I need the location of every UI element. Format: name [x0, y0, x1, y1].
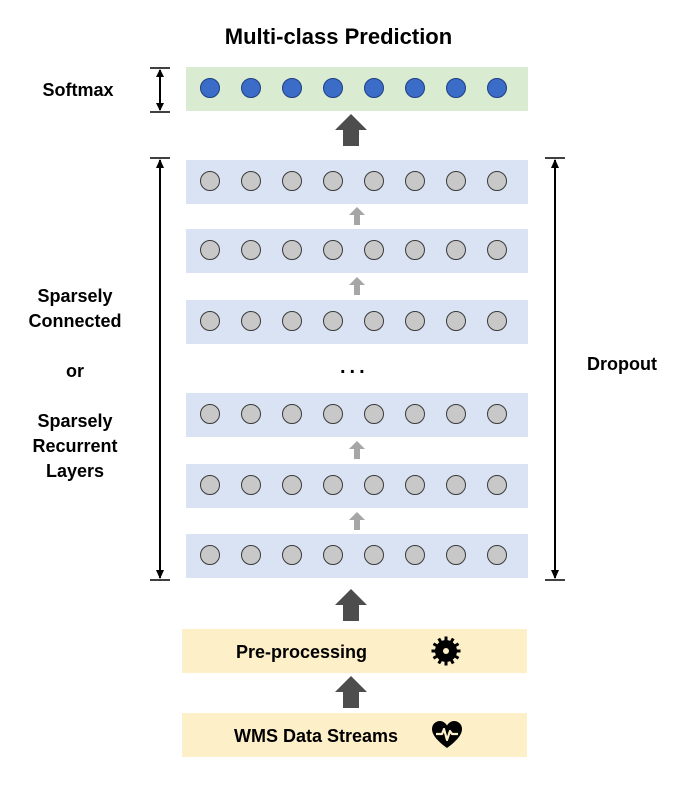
hidden-nodes	[186, 464, 528, 508]
hidden-neuron	[487, 404, 507, 424]
dropout-bracket	[545, 157, 565, 581]
hidden-neuron	[323, 240, 343, 260]
small-arrow-up	[349, 512, 365, 530]
output-neuron	[405, 78, 425, 98]
hidden-neuron	[364, 404, 384, 424]
hidden-neuron	[446, 545, 466, 565]
hidden-nodes	[186, 300, 528, 344]
small-arrow-up	[349, 207, 365, 225]
small-arrow-up	[349, 441, 365, 459]
output-neuron	[200, 78, 220, 98]
hidden-layer	[186, 393, 528, 437]
hidden-neuron	[405, 171, 425, 191]
output-neuron	[446, 78, 466, 98]
hidden-layer	[186, 534, 528, 578]
diagram-title: Multi-class Prediction	[224, 24, 453, 49]
hidden-neuron	[487, 475, 507, 495]
hidden-neuron	[241, 545, 261, 565]
hidden-neuron	[323, 404, 343, 424]
hidden-neuron	[487, 171, 507, 191]
hidden-neuron	[282, 545, 302, 565]
hidden-layer	[186, 229, 528, 273]
output-neuron	[282, 78, 302, 98]
hidden-neuron	[241, 240, 261, 260]
hidden-neuron	[487, 545, 507, 565]
output-neuron	[487, 78, 507, 98]
hidden-neuron	[241, 475, 261, 495]
heart-pulse-icon	[432, 721, 462, 748]
hidden-neuron	[405, 475, 425, 495]
small-arrow-up	[349, 277, 365, 295]
hidden-neuron	[487, 311, 507, 331]
hidden-neuron	[405, 545, 425, 565]
big-arrow-up	[335, 589, 367, 621]
hidden-neuron	[200, 404, 220, 424]
preprocessing-label: Pre-processing	[236, 642, 368, 662]
hidden-nodes	[186, 534, 528, 578]
hidden-neuron	[364, 475, 384, 495]
hidden-neuron	[446, 240, 466, 260]
gear-icon	[431, 636, 461, 666]
big-arrow-up	[335, 114, 367, 146]
hidden-neuron	[323, 311, 343, 331]
hidden-neuron	[487, 240, 507, 260]
layers-bracket	[150, 157, 170, 581]
dropout-label: Dropout	[587, 354, 657, 374]
hidden-neuron	[241, 404, 261, 424]
layers-label-or: or	[66, 361, 84, 381]
hidden-neuron	[241, 311, 261, 331]
hidden-neuron	[323, 545, 343, 565]
hidden-neuron	[446, 404, 466, 424]
hidden-neuron	[282, 240, 302, 260]
hidden-neuron	[364, 311, 384, 331]
hidden-neuron	[323, 475, 343, 495]
layers-label-line1: Sparsely	[37, 286, 113, 306]
hidden-neuron	[200, 240, 220, 260]
hidden-neuron	[323, 171, 343, 191]
output-neuron	[323, 78, 343, 98]
output-neuron	[241, 78, 261, 98]
input-box: WMS Data Streams	[182, 713, 527, 757]
layers-label-line4: Recurrent	[32, 436, 118, 456]
hidden-neuron	[200, 475, 220, 495]
hidden-neuron	[200, 171, 220, 191]
hidden-neuron	[364, 545, 384, 565]
hidden-layer	[186, 464, 528, 508]
hidden-neuron	[282, 311, 302, 331]
output-nodes	[186, 67, 528, 111]
big-arrow-up	[335, 676, 367, 708]
softmax-layer	[186, 67, 528, 111]
hidden-nodes	[186, 229, 528, 273]
hidden-neuron	[364, 171, 384, 191]
hidden-neuron	[364, 240, 384, 260]
hidden-neuron	[446, 311, 466, 331]
output-neuron	[364, 78, 384, 98]
hidden-neuron	[446, 171, 466, 191]
softmax-label: Softmax	[42, 80, 114, 100]
input-label: WMS Data Streams	[234, 726, 399, 746]
hidden-layer	[186, 160, 528, 204]
layers-label-line5: Layers	[45, 461, 105, 481]
hidden-neuron	[282, 475, 302, 495]
hidden-neuron	[282, 404, 302, 424]
ellipsis: ...	[340, 356, 369, 378]
layers-label: Sparsely Connected or Sparsely Recurrent…	[10, 284, 140, 484]
hidden-neuron	[282, 171, 302, 191]
hidden-neuron	[446, 475, 466, 495]
layers-label-line2: Connected	[28, 311, 122, 331]
preprocessing-box: Pre-processing	[182, 629, 527, 673]
hidden-neuron	[200, 545, 220, 565]
hidden-nodes	[186, 393, 528, 437]
hidden-neuron	[200, 311, 220, 331]
hidden-neuron	[405, 404, 425, 424]
hidden-neuron	[405, 240, 425, 260]
hidden-layer	[186, 300, 528, 344]
hidden-nodes	[186, 160, 528, 204]
hidden-neuron	[241, 171, 261, 191]
softmax-bracket	[150, 67, 170, 113]
hidden-neuron	[405, 311, 425, 331]
layers-label-line3: Sparsely	[37, 411, 113, 431]
